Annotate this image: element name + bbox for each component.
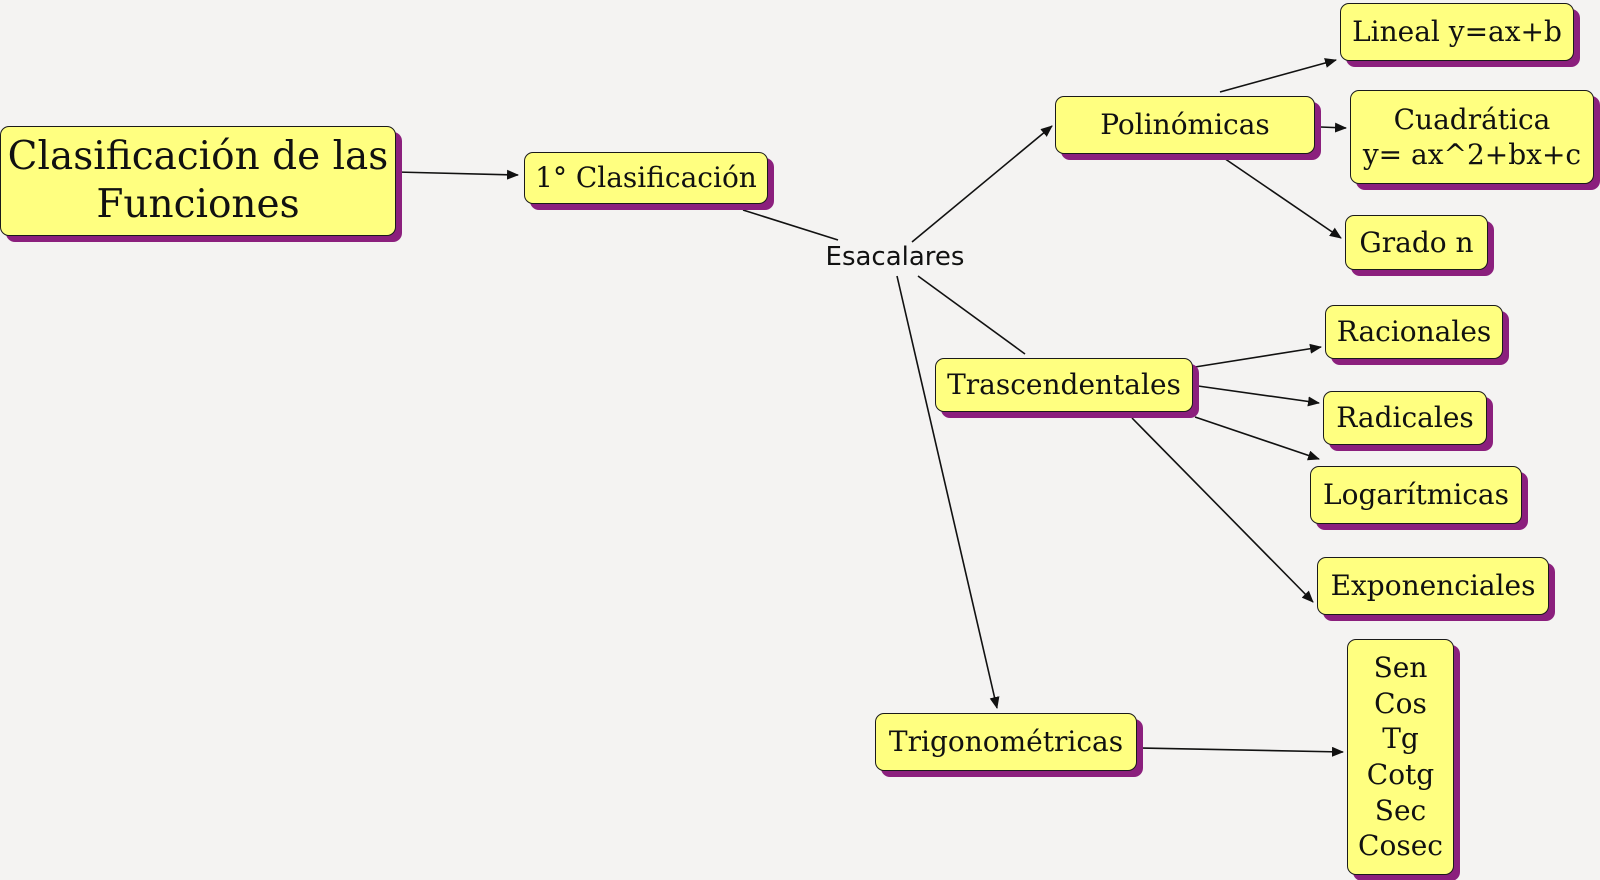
edge-trascendentales-to-radicales	[1197, 385, 1320, 407]
trig-sen: Sen	[1373, 651, 1428, 685]
exponenciales-node: Exponenciales	[1317, 557, 1549, 615]
trig-tg: Tg	[1382, 722, 1419, 756]
edge-trigonometricas-to-trig-list	[1139, 746, 1344, 757]
edge-polinomicas-to-lineal	[1219, 58, 1337, 93]
edge-root-to-clasificacion	[395, 169, 519, 180]
cuadratica-formula: y= ax^2+bx+c	[1362, 138, 1582, 171]
trig-sec: Sec	[1374, 793, 1427, 827]
clasificacion-node: 1° Clasificación	[524, 152, 768, 204]
trig-cotg: Cotg	[1366, 758, 1435, 791]
trig-functions-node: Sen Cos Tg Cotg Sec Cosec	[1347, 639, 1454, 875]
edge-escalares-to-polinomicas	[911, 125, 1053, 243]
edge-escalares-to-trigonometricas	[896, 275, 1000, 709]
trigonometricas-node: Trigonométricas	[875, 713, 1137, 771]
edge-clasificacion-to-escalares	[742, 209, 839, 241]
edge-trascendentales-to-racionales	[1194, 343, 1322, 368]
edge-trascendentales-to-logaritmicas	[1194, 416, 1320, 461]
trig-cosec: Cosec	[1358, 829, 1443, 863]
edge-polinomicas-to-grado-n	[1217, 153, 1342, 239]
edge-escalares-to-trascendentales	[917, 275, 1026, 355]
logaritmicas-node: Logarítmicas	[1310, 466, 1522, 524]
trig-cos: Cos	[1374, 686, 1427, 720]
grado-n-node: Grado n	[1345, 215, 1488, 270]
trascendentales-node: Trascendentales	[935, 358, 1193, 412]
radicales-node: Radicales	[1323, 391, 1487, 445]
root-line-2: Funciones	[96, 182, 300, 227]
cuadratica-title: Cuadrática	[1393, 103, 1551, 136]
edge-trascendentales-to-exponenciales	[1131, 417, 1314, 603]
lineal-node: Lineal y=ax+b	[1340, 3, 1574, 61]
polinomicas-node: Polinómicas	[1055, 96, 1315, 154]
cuadratica-node: Cuadrática y= ax^2+bx+c	[1350, 90, 1594, 184]
racionales-node: Racionales	[1325, 305, 1503, 359]
escalares-label: Esacalares	[825, 242, 965, 272]
root-node: Clasificación de las Funciones	[0, 126, 396, 236]
root-line-1: Clasificación de las	[7, 134, 389, 180]
